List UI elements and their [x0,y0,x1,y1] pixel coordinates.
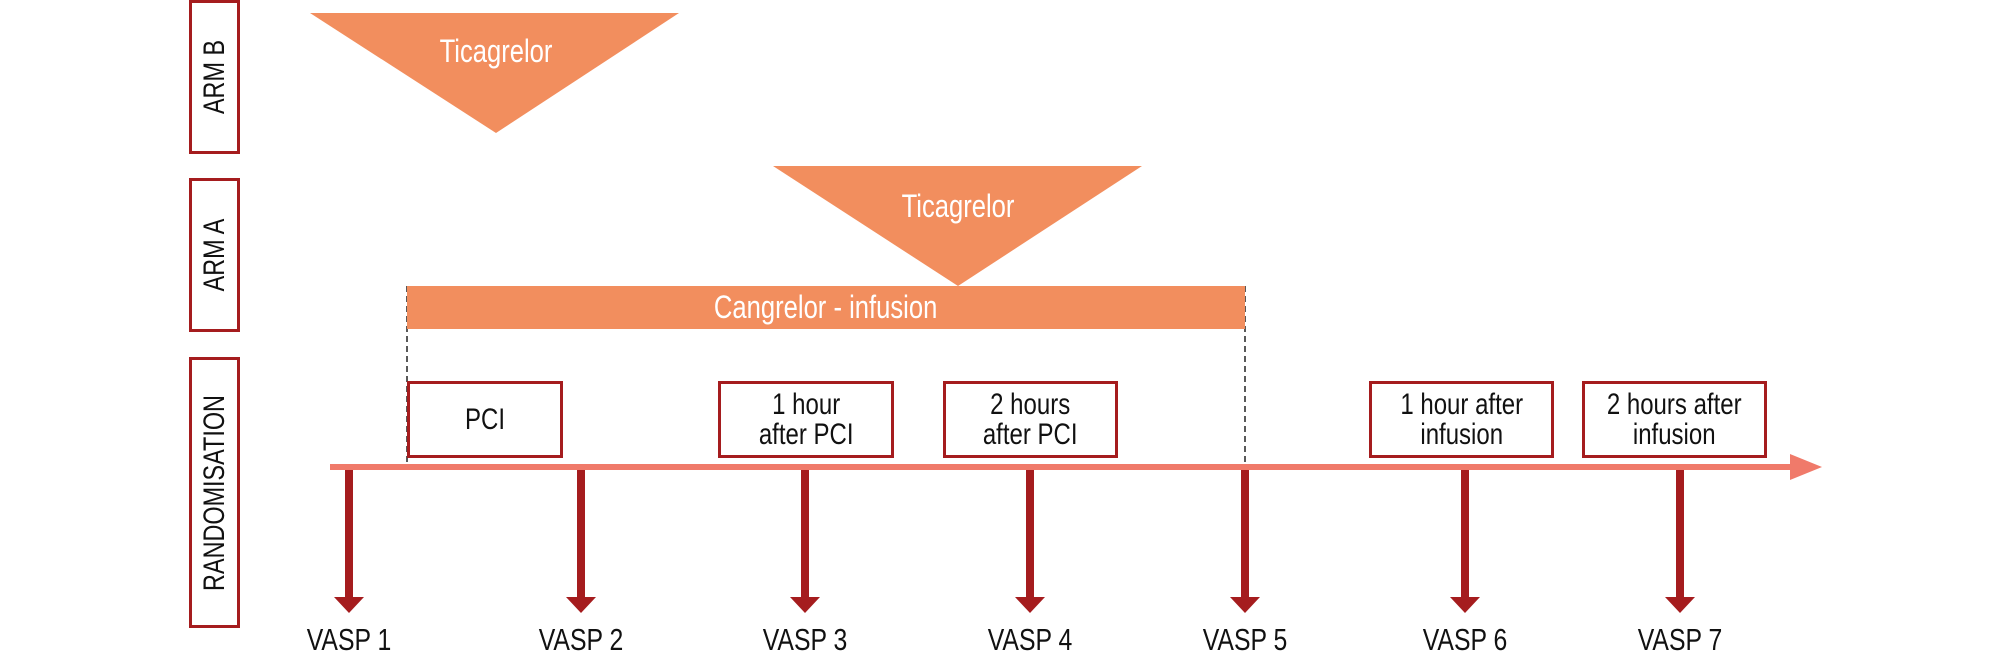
arm-a-label: ARM A [197,218,231,292]
arm-a-drug-label: Ticagrelor [901,188,1015,224]
cangrelor-infusion-bar: Cangrelor - infusion [407,286,1245,329]
event-label: 2 hours after infusion [1607,387,1742,451]
sample-arrow-shaft [1026,470,1034,598]
event-box-1h-after-pci: 1 hour after PCI [718,381,894,458]
vasp-label: VASP 4 [987,622,1073,657]
event-box-pci: PCI [407,381,563,458]
sample-arrow-down-icon [1450,597,1480,613]
timeline-arrowhead-icon [1790,454,1822,480]
event-label: 1 hour after PCI [758,387,854,451]
sample-arrow-down-icon [334,597,364,613]
arm-b-label: ARM B [197,39,231,115]
vasp-label: VASP 7 [1637,622,1723,657]
vasp-label: VASP 6 [1422,622,1508,657]
sample-arrow-down-icon [1230,597,1260,613]
vasp-label: VASP 5 [1202,622,1288,657]
event-box-1h-after-infusion: 1 hour after infusion [1369,381,1554,458]
event-label: PCI [464,402,505,436]
event-box-2h-after-infusion: 2 hours after infusion [1582,381,1767,458]
sample-arrow-shaft [1241,470,1249,598]
cangrelor-infusion-label: Cangrelor - infusion [714,289,938,325]
randomisation-label-box: RANDOMISATION [189,357,240,628]
arm-b-label-box: ARM B [189,0,240,154]
sample-arrow-shaft [1676,470,1684,598]
sample-arrow-down-icon [1015,597,1045,613]
arm-a-ticagrelor-triangle [773,166,1142,286]
sample-arrow-down-icon [790,597,820,613]
sample-arrows [334,470,1695,613]
sample-arrow-shaft [1461,470,1469,598]
event-box-2h-after-pci: 2 hours after PCI [943,381,1118,458]
arm-b-drug-label: Ticagrelor [439,33,553,69]
arm-b-ticagrelor-triangle [310,13,679,133]
sample-arrow-shaft [345,470,353,598]
sample-arrow-shaft [577,470,585,598]
arm-a-label-box: ARM A [189,178,240,332]
vasp-label: VASP 1 [306,622,392,657]
randomisation-label: RANDOMISATION [197,394,231,591]
sample-arrow-down-icon [1665,597,1695,613]
event-label: 1 hour after infusion [1400,387,1523,451]
sample-arrow-shaft [801,470,809,598]
vasp-label: VASP 2 [538,622,624,657]
sample-arrow-down-icon [566,597,596,613]
vasp-label: VASP 3 [762,622,848,657]
event-label: 2 hours after PCI [983,387,1078,451]
